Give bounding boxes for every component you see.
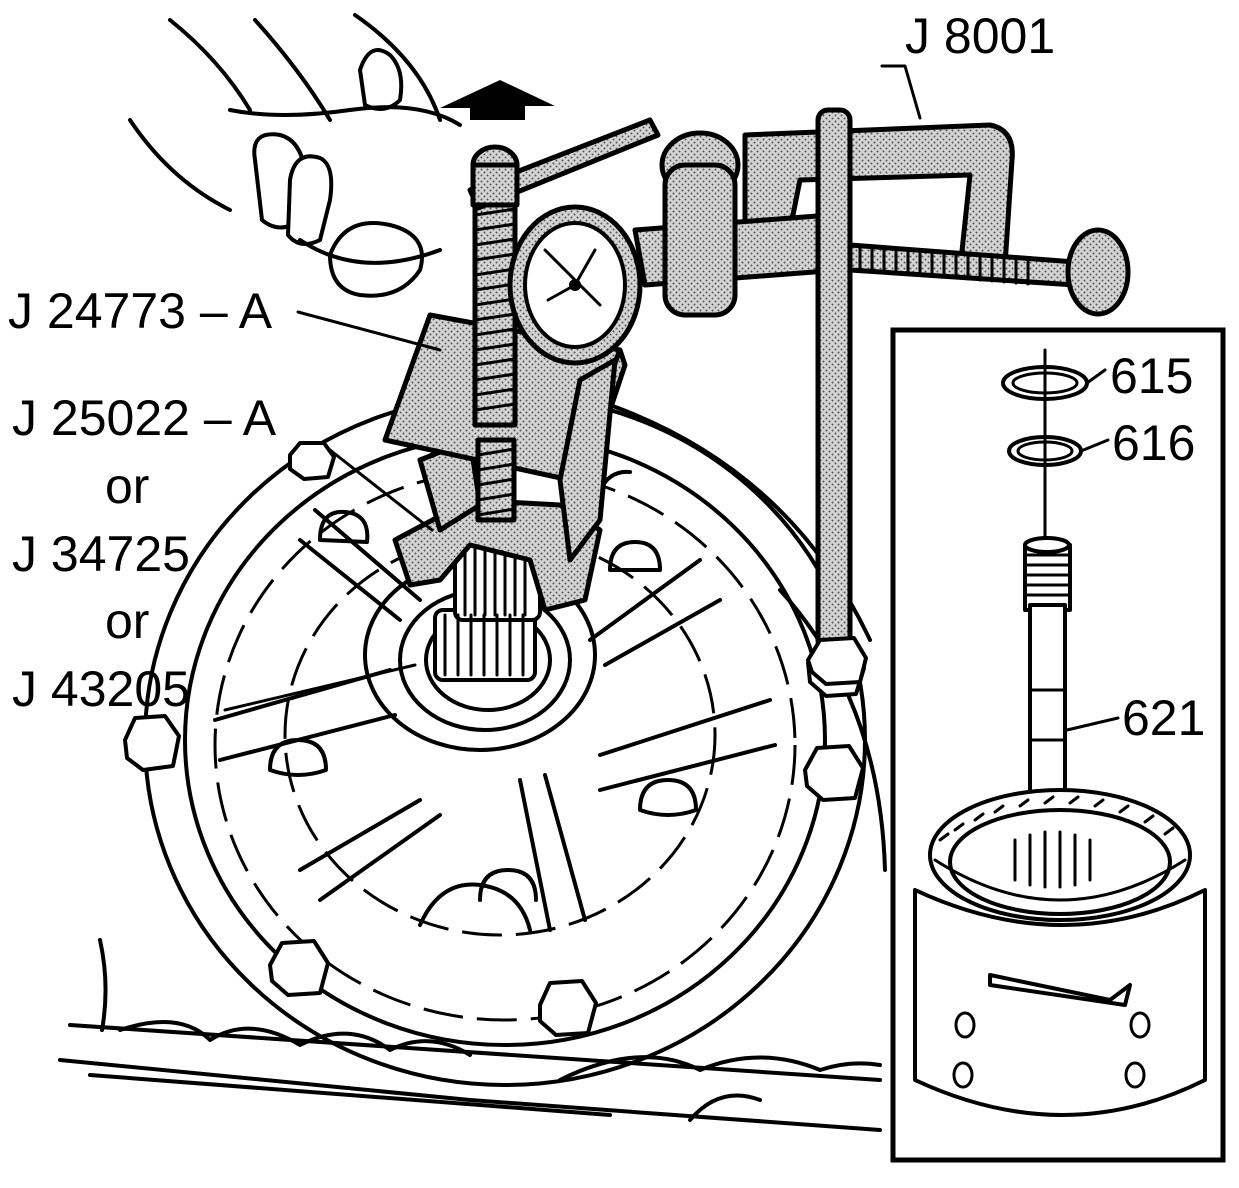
label-or-1: or bbox=[105, 458, 149, 514]
leader-lines bbox=[223, 64, 922, 712]
label-j34725: J 34725 bbox=[12, 526, 190, 582]
label-j43205: J 43205 bbox=[12, 661, 190, 717]
up-arrow-icon bbox=[440, 80, 555, 120]
bolt-icon bbox=[268, 939, 330, 997]
label-615: 615 bbox=[1110, 348, 1193, 404]
label-621: 621 bbox=[1122, 690, 1205, 746]
label-j25022-a: J 25022 – A bbox=[12, 390, 277, 446]
tool-j8001 bbox=[632, 107, 1131, 686]
label-or-2: or bbox=[105, 593, 149, 649]
hand bbox=[128, 13, 462, 298]
bolt-icon bbox=[288, 441, 336, 481]
label-j24773-a: J 24773 – A bbox=[8, 283, 273, 339]
bolt-icon bbox=[803, 744, 865, 802]
clutch-drum bbox=[913, 788, 1207, 1117]
parts-inset bbox=[890, 327, 1226, 1163]
bolt-icon bbox=[538, 979, 598, 1037]
bolt-icon bbox=[123, 714, 181, 772]
callout-labels: J 8001 J 24773 – A J 25022 – A or J 3472… bbox=[8, 8, 1205, 746]
label-j8001: J 8001 bbox=[905, 8, 1055, 64]
label-616: 616 bbox=[1112, 415, 1195, 471]
dial-indicator bbox=[507, 204, 643, 366]
